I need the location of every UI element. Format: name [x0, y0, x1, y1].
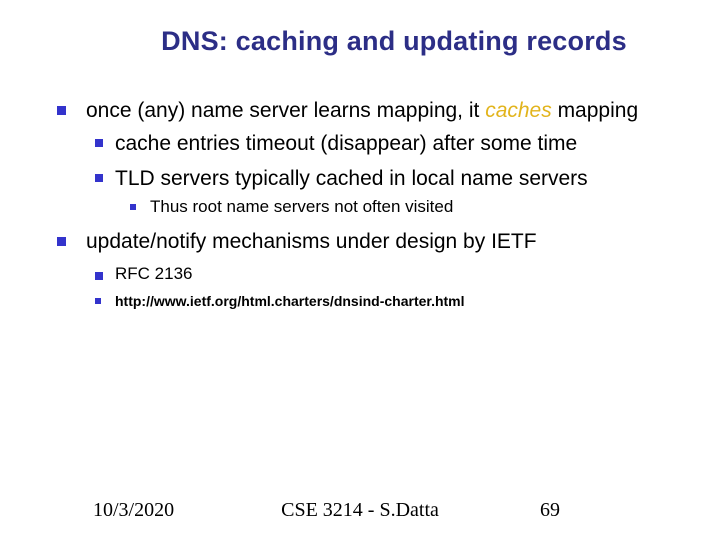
bullet-square-icon — [57, 237, 66, 246]
bullet-text-segment: once (any) name server learns mapping, i… — [86, 99, 486, 122]
bullet-text-segment: mapping — [551, 99, 639, 122]
bullet-item-root-servers: Thus root name servers not often visited — [130, 196, 720, 218]
footer: 10/3/2020 CSE 3214 - S.Datta 69 — [0, 499, 720, 525]
bullet-item-tld-servers: TLD servers typically cached in local na… — [95, 164, 720, 193]
bullet-square-icon — [95, 272, 103, 280]
bullet-item-update-notify: update/notify mechanisms under design by… — [57, 227, 720, 256]
highlight-caches: caches — [485, 99, 552, 122]
bullet-square-icon — [95, 174, 103, 182]
bullet-text: Thus root name servers not often visited — [150, 197, 454, 216]
bullet-text: update/notify mechanisms under design by… — [86, 230, 537, 253]
bullet-square-icon — [95, 139, 103, 147]
bullet-text-url: http://www.ietf.org/html.charters/dnsind… — [115, 293, 465, 309]
bullet-square-icon — [95, 298, 101, 304]
footer-page-number: 69 — [540, 499, 560, 521]
footer-date: 10/3/2020 — [93, 499, 175, 521]
bullet-item-rfc: RFC 2136 — [95, 262, 720, 286]
bullet-list: once (any) name server learns mapping, i… — [0, 96, 720, 311]
bullet-text: TLD servers typically cached in local na… — [115, 167, 588, 190]
bullet-square-icon — [130, 204, 136, 210]
bullet-item-cache-timeout: cache entries timeout (disappear) after … — [95, 129, 720, 158]
bullet-item-once-caches: once (any) name server learns mapping, i… — [57, 96, 720, 125]
slide-title: DNS: caching and updating records — [161, 26, 627, 56]
bullet-text: RFC 2136 — [115, 264, 193, 283]
bullet-text: once (any) name server learns mapping, i… — [86, 96, 638, 125]
bullet-item-url: http://www.ietf.org/html.charters/dnsind… — [95, 291, 720, 311]
footer-course: CSE 3214 - S.Datta — [281, 499, 439, 521]
bullet-square-icon — [57, 106, 66, 115]
bullet-text: cache entries timeout (disappear) after … — [115, 132, 578, 155]
